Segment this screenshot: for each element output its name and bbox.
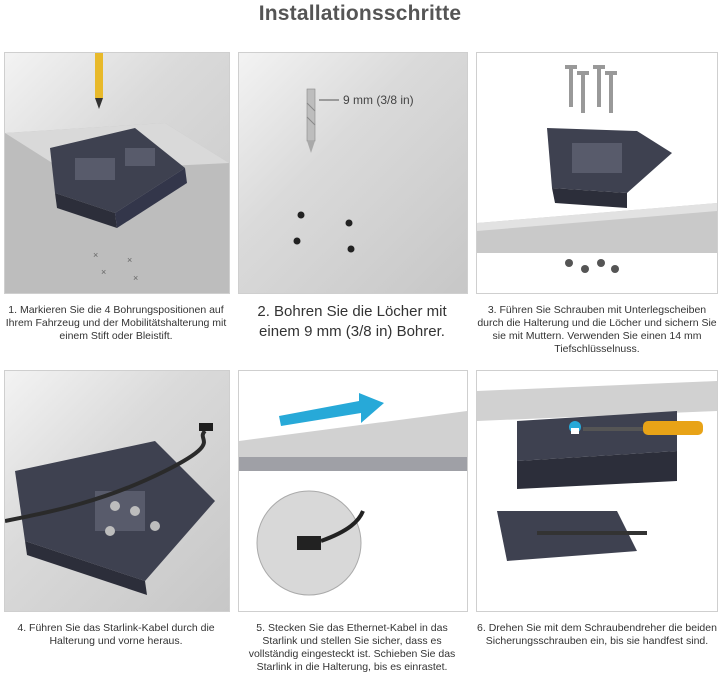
step-1-caption: 1. Markieren Sie die 4 Bohrungspositione… [5, 304, 227, 342]
drill-bit-icon [306, 88, 339, 153]
step-3-image [476, 52, 718, 294]
mount-bracket [15, 441, 215, 595]
screwdriver-icon [583, 421, 703, 435]
starlink-cable-icon [5, 423, 213, 523]
lock-icon [569, 421, 581, 434]
step-6-caption: 6. Drehen Sie mit dem Schraubendreher di… [477, 622, 717, 647]
svg-text:×: × [127, 255, 132, 265]
step-6-image [476, 370, 718, 612]
mount-bracket [547, 128, 672, 208]
svg-text:×: × [101, 267, 106, 277]
drill-size-label: 9 mm (3/8 in) [343, 93, 414, 107]
ethernet-connector-icon [297, 510, 365, 550]
step-4-caption: 4. Führen Sie das Starlink-Kabel durch d… [17, 622, 215, 647]
step-5-caption: 5. Stecken Sie das Ethernet-Kabel in das… [248, 622, 456, 673]
nuts-icon [565, 259, 619, 273]
step-1-image: × × × × [4, 52, 230, 294]
step-2-caption: 2. Bohren Sie die Löcher mit einem 9 mm … [257, 303, 447, 340]
step-4-image [4, 370, 230, 612]
step-3-caption: 3. Führen Sie Schrauben mit Unterlegsche… [477, 304, 717, 355]
mount-bracket [50, 128, 187, 228]
pencil-icon [95, 53, 103, 109]
step-2-image: 9 mm (3/8 in) [238, 52, 468, 294]
svg-text:×: × [93, 250, 98, 260]
bolts-icon [565, 65, 617, 113]
hex-key-icon [537, 531, 647, 535]
mount-bracket [497, 411, 677, 561]
svg-text:×: × [133, 273, 138, 283]
step-5-image [238, 370, 468, 612]
page-title: Installationsschritte [258, 2, 462, 25]
slide-arrow-icon [279, 393, 384, 426]
